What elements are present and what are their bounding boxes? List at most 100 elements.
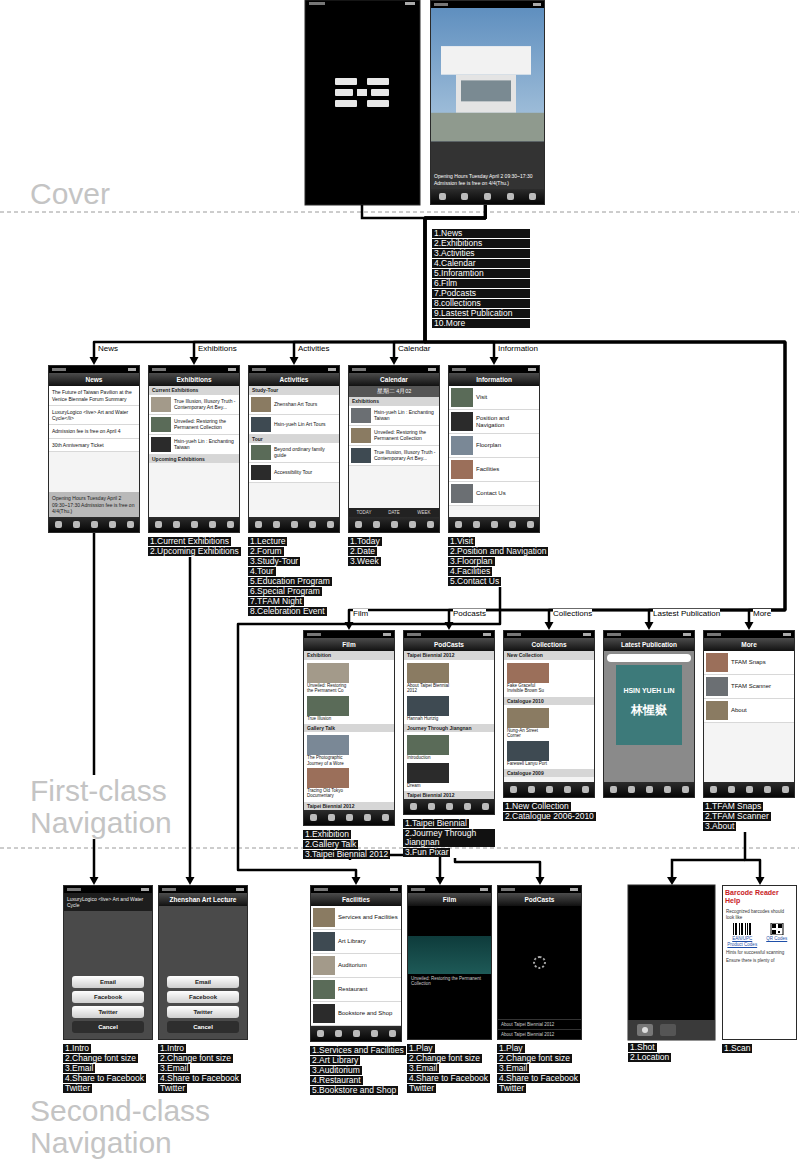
share-title: LuxuryLogico <live> Art and Water Cycle — [64, 893, 152, 911]
status-bar — [704, 631, 794, 638]
list-row: Position and Navigation — [449, 410, 539, 434]
list-item: True Illusion, Illusory Truth - Contempo… — [374, 449, 437, 461]
status-bar — [604, 631, 694, 638]
media-tile: True Illusion — [307, 696, 349, 721]
list-line: Twitter — [497, 1084, 526, 1093]
tile-image — [307, 696, 349, 716]
nav-list: 1.Visit2.Position and Navigation3.Floorp… — [448, 537, 548, 587]
tile-caption: Fake Graceful Invisible Brown Su — [507, 683, 549, 694]
share-button: Cancel — [167, 1021, 239, 1033]
connector — [186, 557, 195, 885]
edge-label: More — [753, 609, 771, 618]
media-tile: Hannah Hurtzig — [407, 696, 449, 721]
screen-content: Calendar星期二 4月02ExhibitionsHsin-yueh Lin… — [349, 373, 439, 517]
code-sample: QR Codes — [760, 923, 795, 947]
list-item: Auditorium — [338, 962, 367, 969]
track-title: About Taipei Biennial 2012 — [498, 1019, 581, 1029]
screen-title: Film — [408, 893, 491, 906]
segment-button: TODAY — [349, 508, 379, 517]
tab-icon — [410, 803, 417, 810]
screen-title: Collections — [504, 638, 594, 651]
section-header: Exhibitions — [349, 397, 439, 405]
list-line: 1.Visit — [448, 537, 475, 546]
list-item: Visit — [476, 394, 487, 401]
list-line: 1.Current Exhibitions — [148, 537, 231, 546]
list-line: 4.Facilities — [448, 567, 492, 576]
signal-icon — [607, 633, 621, 636]
battery-icon — [528, 368, 536, 371]
list-line: 6.Special Program — [248, 587, 322, 596]
list-row: TFAM Snaps — [704, 651, 794, 675]
section-header: Taipei Biennial 2012 — [304, 802, 394, 810]
list-line: 2.Journey Through Jiangnan — [403, 829, 495, 847]
tile-caption: True Illusion — [307, 716, 349, 721]
screen-content: ActivitiesStudy-TourZhenshan Art ToursHs… — [249, 373, 339, 517]
media-tile: Farewell Lanyu Port — [507, 741, 549, 766]
share-button: Cancel — [72, 1021, 144, 1033]
tile-caption: Dream — [407, 783, 449, 788]
segmented-control: TODAYDATEWEEK — [349, 508, 439, 517]
connector-line — [455, 858, 540, 879]
signal-icon — [52, 368, 66, 371]
list-item: Art Library — [338, 938, 366, 945]
list-line: 1.New Collection — [503, 802, 571, 811]
list-line: 3.Auditorium — [310, 1066, 362, 1075]
tab-bar — [49, 517, 139, 532]
tab-icon — [317, 1030, 324, 1037]
list-item: Unveiled: Restoring the Permanent Collec… — [374, 429, 437, 441]
thumbnail — [151, 417, 171, 432]
phone-screen: MoreTFAM SnapsTFAM ScannerAbout — [703, 630, 795, 798]
screen-title: PodCasts — [404, 638, 494, 651]
list-line: 8.Celebration Event — [248, 607, 327, 616]
section-header: Gallery Talk — [304, 724, 394, 732]
battery-icon — [583, 633, 591, 636]
tile-image — [407, 696, 449, 716]
nav-list: 1.Intro2.Change font size3.Email4.Share … — [158, 1044, 241, 1094]
signal-icon — [252, 368, 266, 371]
tile-caption: Hannah Hurtzig — [407, 716, 449, 721]
list-item: Floorplan — [476, 442, 501, 449]
section-header: Catalogue 2010 — [504, 697, 594, 705]
signal-icon — [434, 3, 448, 6]
tile-caption: The Photographic Journey of a Wore — [307, 755, 349, 766]
signal-icon — [152, 368, 166, 371]
list-line: 2.Change font size — [407, 1054, 482, 1063]
screen-content: LuxuryLogico <live> Art and Water CycleE… — [64, 893, 152, 1039]
nav-list: 1.Taipei Biennial2.Journey Through Jiang… — [403, 819, 495, 858]
edge-label: Activities — [298, 344, 330, 353]
status-bar — [449, 366, 539, 373]
list-row: Hsin-yueh Lin Art Tours — [249, 415, 339, 435]
screen-content: FilmExhibitionUnveiled: Restoring the Pe… — [304, 638, 394, 810]
track-title: About Taipei Biennial 2012 — [498, 1029, 581, 1039]
screen-content: NewsThe Future of Taiwan Pavilion at the… — [49, 373, 139, 517]
signal-icon — [314, 888, 328, 891]
tab-bar — [449, 517, 539, 532]
list-line: 3.Email — [407, 1064, 439, 1073]
connector — [238, 587, 500, 885]
tab-icon — [455, 521, 462, 528]
list-line: 2.Forum — [248, 547, 284, 556]
tab-icon — [173, 521, 180, 528]
tab-icon — [273, 521, 280, 528]
list-item: Restaurant — [338, 986, 367, 993]
nav-list: 1.Play2.Change font size3.Email4.Share t… — [407, 1044, 490, 1094]
tile-image — [407, 763, 449, 783]
list-row: Unveiled: Restoring the Permanent Collec… — [149, 415, 239, 435]
tab-icon — [91, 521, 98, 528]
status-bar — [349, 366, 439, 373]
edge-label: Film — [353, 609, 368, 618]
tab-icon — [155, 521, 162, 528]
thumbnail — [451, 412, 473, 431]
battery-icon — [141, 888, 149, 891]
list-line: 5.Contact Us — [448, 577, 501, 586]
tab-icon — [527, 521, 534, 528]
signal-icon — [67, 888, 81, 891]
battery-icon — [328, 368, 336, 371]
list-row: TFAM Scanner — [704, 675, 794, 699]
battery-icon — [228, 368, 236, 371]
section-header: Journey Through Jiangnan — [404, 724, 494, 732]
battery-icon — [483, 633, 491, 636]
tab-icon — [746, 786, 753, 793]
section-header: New Collection — [504, 651, 594, 659]
list-line: 2.Change font size — [63, 1054, 138, 1063]
